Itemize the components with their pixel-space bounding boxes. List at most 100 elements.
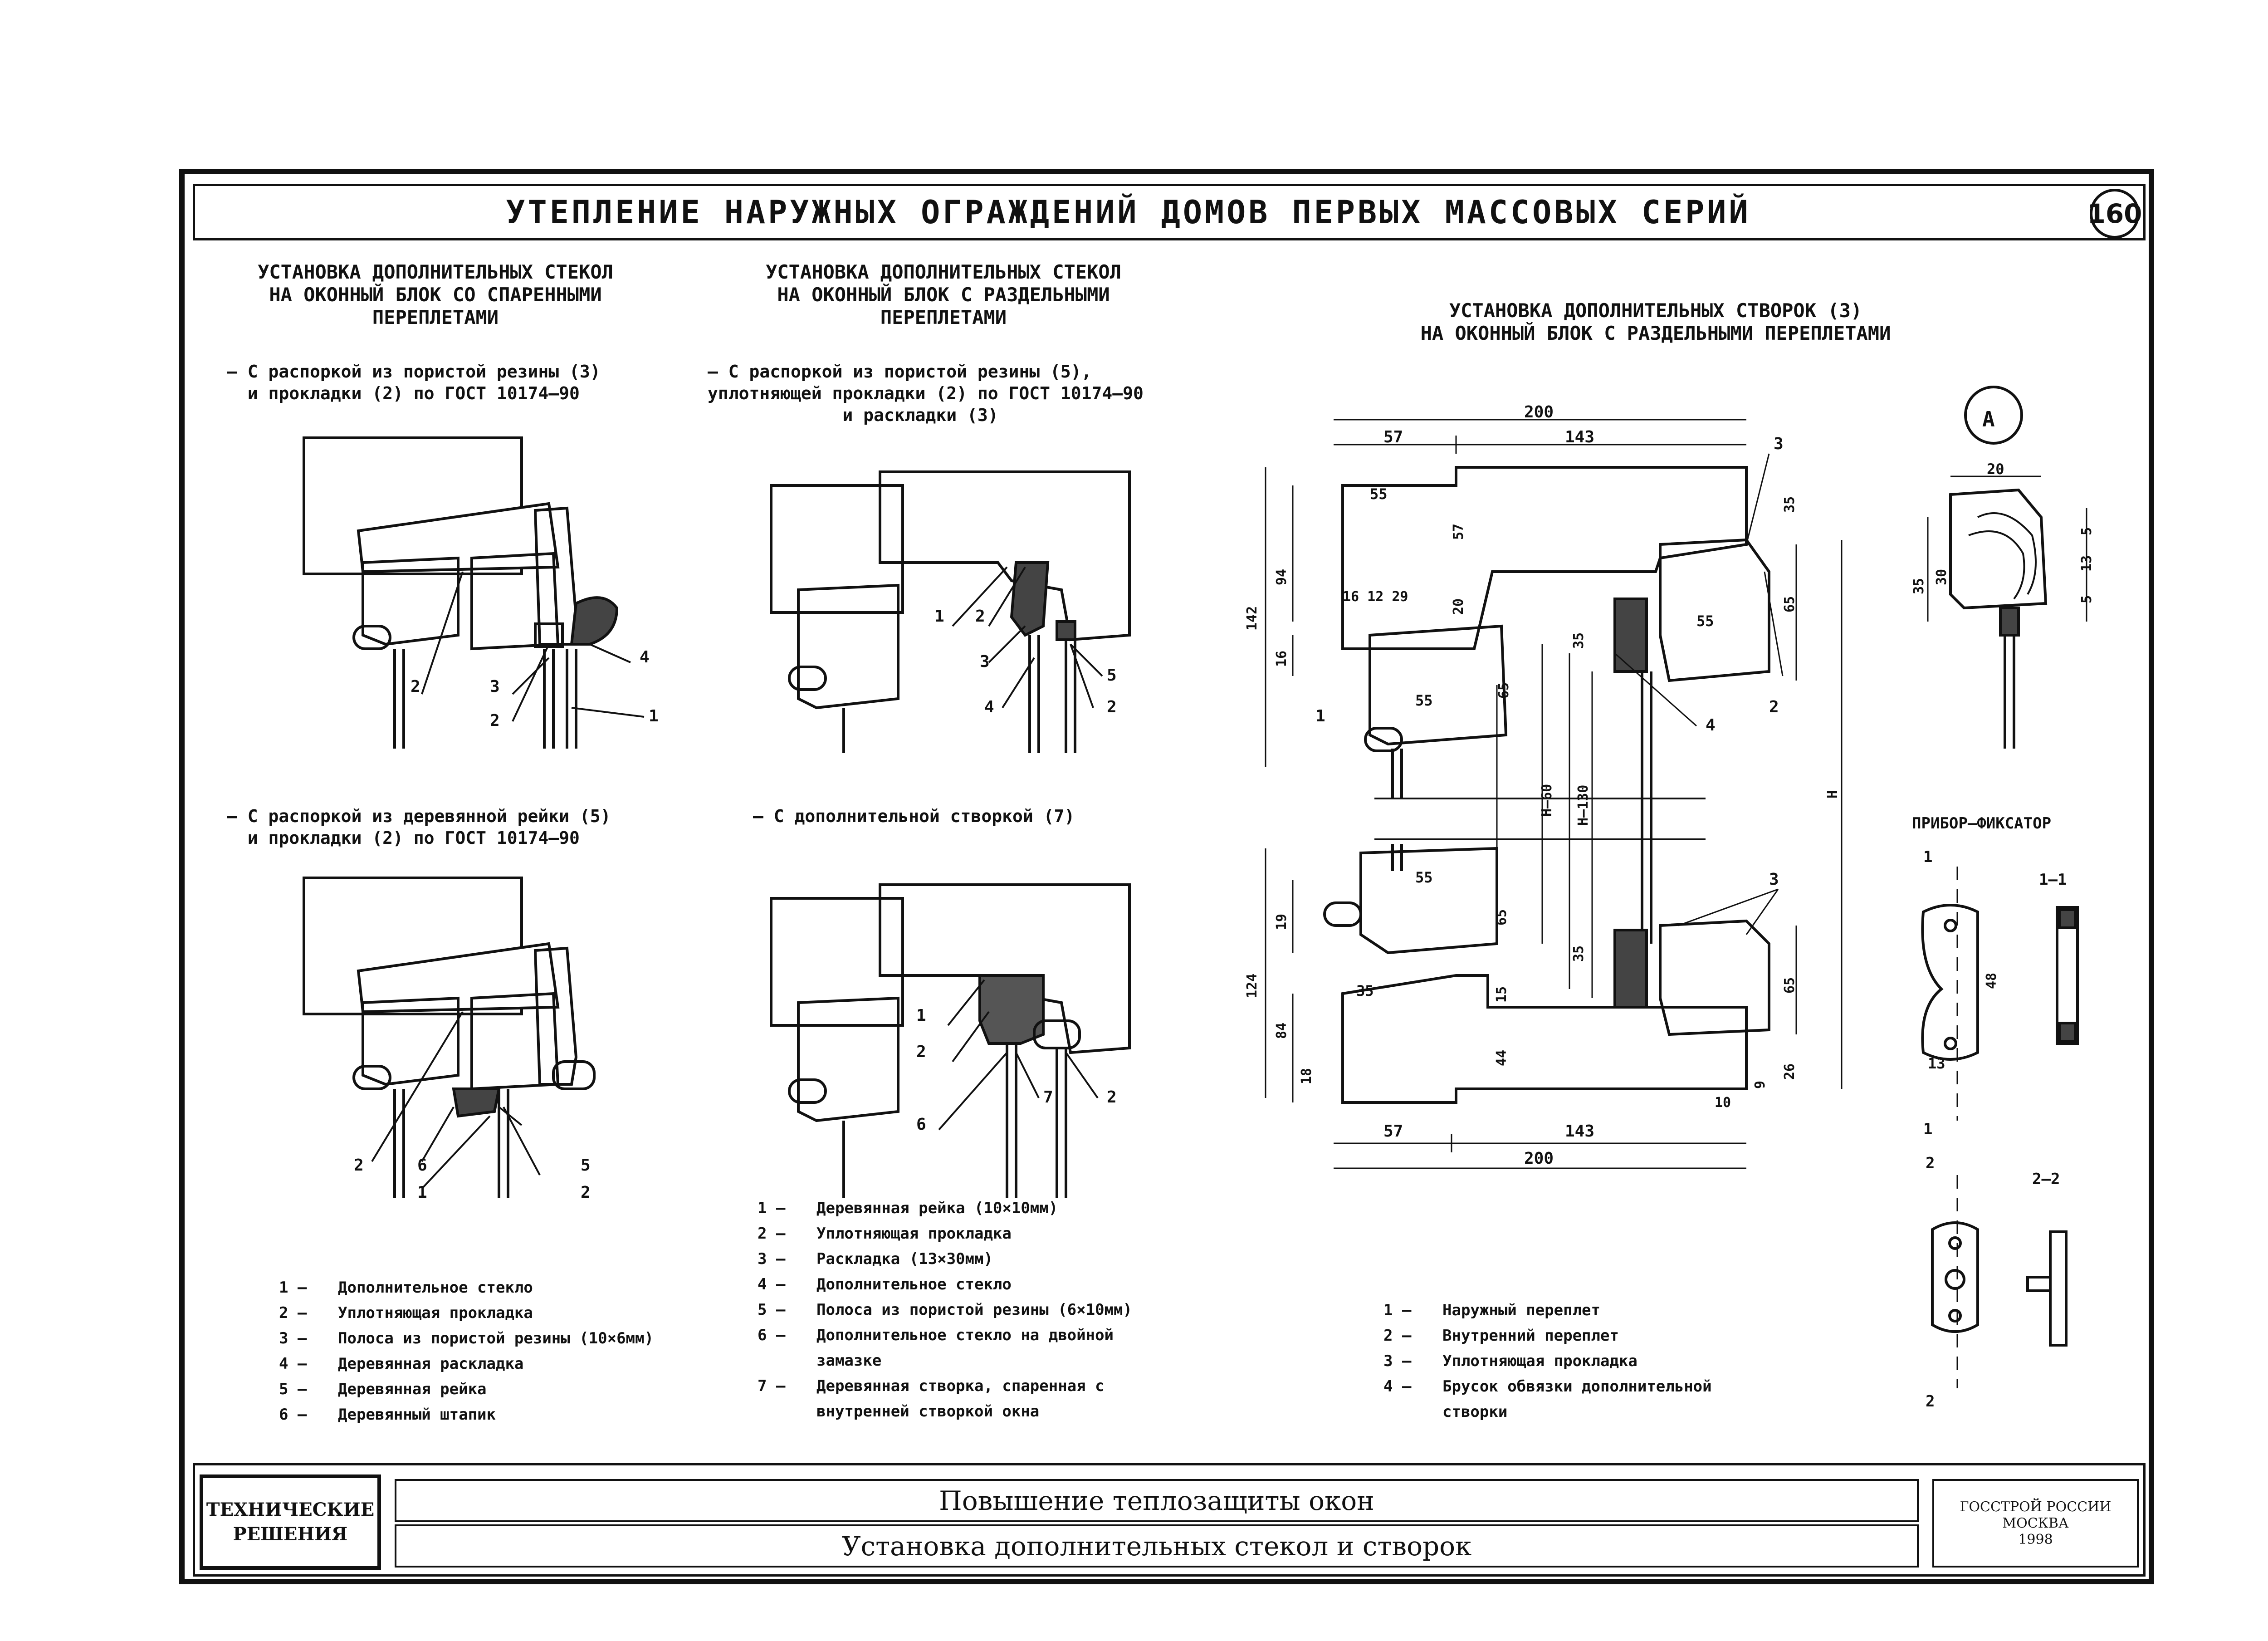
dim-200-bot: 200: [1524, 1149, 1554, 1168]
detail-1b: [303, 877, 596, 1198]
dim-55c: 55: [1696, 612, 1714, 630]
legend2-text: Дополнительное стекло: [816, 1275, 1012, 1293]
legend2-num: 1 –: [758, 1199, 786, 1217]
label-2b-2c: 2: [1107, 1088, 1117, 1107]
legend2-text: внутренней створкой окна: [816, 1402, 1040, 1421]
legend1-text: Полоса из пористой резины (10×6мм): [338, 1329, 654, 1347]
dim-20-a: 20: [1987, 460, 2004, 478]
legend-section1: 1 –Дополнительное стекло 2 –Уплотняющая …: [279, 1275, 654, 1427]
label-2a-4: 4: [984, 698, 994, 716]
legend3-num: 4 –: [1383, 1377, 1412, 1396]
legend2-text: Деревянная рейка (10×10мм): [816, 1199, 1058, 1217]
label-3-3bot: 3: [1769, 870, 1779, 889]
legend2-text: Уплотняющая прокладка: [816, 1225, 1012, 1243]
detail-3-assembly: [1323, 466, 1770, 1104]
legend3-text: Уплотняющая прокладка: [1442, 1352, 1637, 1370]
label-2a-3: 3: [980, 652, 990, 671]
legend3-text: Внутренний переплет: [1442, 1327, 1619, 1345]
legend3-num: [1383, 1399, 1442, 1425]
label-3-1: 1: [1315, 707, 1325, 725]
label-2a-2b: 2: [1107, 698, 1117, 716]
section3-heading: УСТАНОВКА ДОПОЛНИТЕЛЬНЫХ СТВОРОК (3) НА …: [1420, 299, 1891, 344]
label-3-3top: 3: [1774, 435, 1784, 453]
dim-57-v: 57: [1451, 524, 1466, 540]
org-box: ГОССТРОЙ РОССИИ МОСКВА 1998: [1932, 1479, 2139, 1568]
label-1b-2b: 2: [581, 1183, 591, 1202]
dim-55a: 55: [1370, 485, 1388, 503]
section-label-1-1: 1–1: [2039, 871, 2067, 889]
legend2-num: 3 –: [758, 1250, 786, 1268]
legend2-text: замазке: [816, 1352, 882, 1370]
label-1b-2: 2: [354, 1156, 364, 1175]
title-line2: Установка дополнительных стекол и створо…: [841, 1530, 1472, 1562]
sheet-title: УТЕПЛЕНИЕ НАРУЖНЫХ ОГРАЖДЕНИЙ ДОМОВ ПЕРВ…: [506, 193, 1751, 231]
dim-48: 48: [1984, 973, 1999, 989]
category-box: ТЕХНИЧЕСКИЕ РЕШЕНИЯ: [200, 1474, 381, 1570]
legend-section3: 1 –Наружный переплет 2 –Внутренний переп…: [1383, 1298, 1712, 1425]
dim-16-12-29: 16 12 29: [1343, 589, 1408, 605]
label-1b-5: 5: [581, 1156, 591, 1175]
legend1-text: Деревянный штапик: [338, 1406, 496, 1424]
legend2-text: Деревянная створка, спаренная с: [816, 1377, 1105, 1395]
label-1b-6: 6: [417, 1156, 427, 1175]
dim-84: 84: [1274, 1023, 1290, 1039]
dim-200-top: 200: [1524, 403, 1554, 421]
legend3-num: 2 –: [1383, 1327, 1412, 1345]
section1-variant-a: – С распоркой из пористой резины (3) и п…: [227, 362, 601, 403]
dim-35-v3: 35: [1571, 945, 1587, 962]
sheet-number: 160: [2087, 189, 2142, 239]
category-label: ТЕХНИЧЕСКИЕ РЕШЕНИЯ: [206, 1499, 375, 1545]
label-1b-1: 1: [417, 1183, 427, 1202]
section-label-2-2: 2–2: [2032, 1170, 2060, 1188]
dim-h130: H–130: [1575, 785, 1591, 826]
dim-19: 19: [1274, 914, 1290, 930]
legend2-num: 6 –: [758, 1326, 786, 1344]
dim-35-v1: 35: [1782, 496, 1798, 513]
org-label: ГОССТРОЙ РОССИИ МОСКВА 1998: [1960, 1499, 2112, 1548]
label-3-4: 4: [1706, 716, 1716, 735]
dim-13-fix: 13: [1928, 1055, 1945, 1072]
sheet-title-bar: УТЕПЛЕНИЕ НАРУЖНЫХ ОГРАЖДЕНИЙ ДОМОВ ПЕРВ…: [193, 184, 2146, 240]
legend2-num: 7 –: [758, 1377, 786, 1395]
detail-1a: [303, 436, 645, 749]
dim-13-a: 13: [2079, 555, 2095, 572]
dim-5-a1: 5: [2079, 527, 2095, 535]
label-2a-1: 1: [934, 607, 944, 626]
dim-5-a2: 5: [2079, 595, 2095, 603]
dim-h60: H–60: [1539, 784, 1555, 817]
label-2b-1: 1: [916, 1006, 926, 1025]
label-2b-6: 6: [916, 1115, 926, 1134]
legend1-num: 4 –: [279, 1355, 307, 1373]
dim-142: 142: [1244, 606, 1260, 631]
title-line1: Повышение теплозащиты окон: [939, 1485, 1374, 1516]
legend2-num: 4 –: [758, 1275, 786, 1293]
legend2-text: Раскладка (13×30мм): [816, 1250, 993, 1268]
dim-65-v2: 65: [1782, 596, 1798, 612]
section-mark-1: 1: [1923, 848, 1932, 866]
legend1-text: Дополнительное стекло: [338, 1279, 533, 1297]
section2-variant-b: – С дополнительной створкой (7): [753, 806, 1075, 826]
dim-65-v3: 65: [1494, 909, 1510, 926]
legend1-num: 5 –: [279, 1380, 307, 1398]
dim-143-bot: 143: [1565, 1122, 1594, 1141]
dimension-lines: [1265, 419, 1843, 1169]
dim-94: 94: [1274, 569, 1290, 585]
legend1-num: 3 –: [279, 1329, 307, 1347]
dim-65-v1: 65: [1496, 682, 1512, 699]
dim-9: 9: [1752, 1081, 1768, 1089]
dim-16: 16: [1274, 651, 1290, 667]
fixator-device: [1921, 867, 2079, 1388]
dim-30-a: 30: [1934, 569, 1950, 585]
legend2-num: 5 –: [758, 1301, 786, 1319]
label-1a-3: 3: [490, 677, 500, 696]
section2-heading: УСТАНОВКА ДОПОЛНИТЕЛЬНЫХ СТЕКОЛ НА ОКОНН…: [766, 261, 1121, 328]
dim-15: 15: [1494, 986, 1510, 1003]
dim-35: 35: [1356, 982, 1374, 999]
title-block: [193, 1463, 2146, 1577]
label-1a-2: 2: [411, 677, 420, 696]
dim-18: 18: [1299, 1068, 1315, 1084]
dim-65-v4: 65: [1782, 977, 1798, 994]
legend3-num: 1 –: [1383, 1301, 1412, 1319]
label-2b-2: 2: [916, 1043, 926, 1061]
